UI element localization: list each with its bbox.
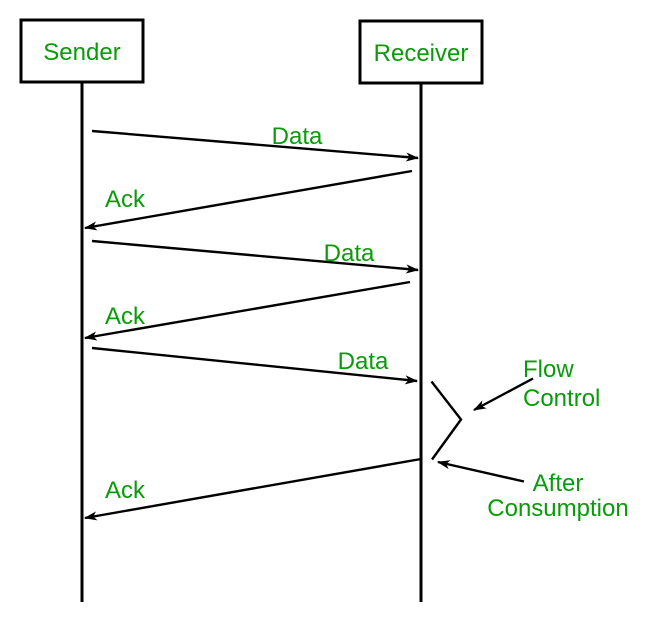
message-arrow-data-3 (91, 346, 419, 385)
message-arrow-data-2 (91, 239, 420, 274)
flow-control-pointer-arrow (473, 377, 534, 412)
message-label-data-2: Data (324, 240, 375, 267)
message-arrow-ack-2 (83, 280, 411, 341)
message-label-data-1: Data (272, 123, 323, 150)
sender-actor-label: Sender (43, 39, 120, 66)
flow-control-label-line2: Control (523, 385, 600, 412)
message-label-ack-2: Ack (105, 303, 146, 330)
sender-actor-box (19, 18, 145, 84)
after-consumption-label-line1: After (533, 470, 584, 497)
message-arrow-data-1 (91, 129, 420, 162)
after-consumption-label-line2: Consumption (487, 495, 628, 522)
message-label-data-3: Data (338, 348, 389, 375)
after-consumption-pointer-arrow (436, 460, 525, 483)
buffer-delay-chevron (430, 380, 463, 461)
message-label-ack-1: Ack (105, 186, 146, 213)
flow-control-label-line1: Flow (523, 356, 574, 383)
message-arrow-ack-1 (83, 169, 413, 231)
message-label-ack-3: Ack (105, 477, 146, 504)
receiver-actor-label: Receiver (374, 40, 469, 67)
message-arrow-ack-3 (83, 457, 422, 521)
